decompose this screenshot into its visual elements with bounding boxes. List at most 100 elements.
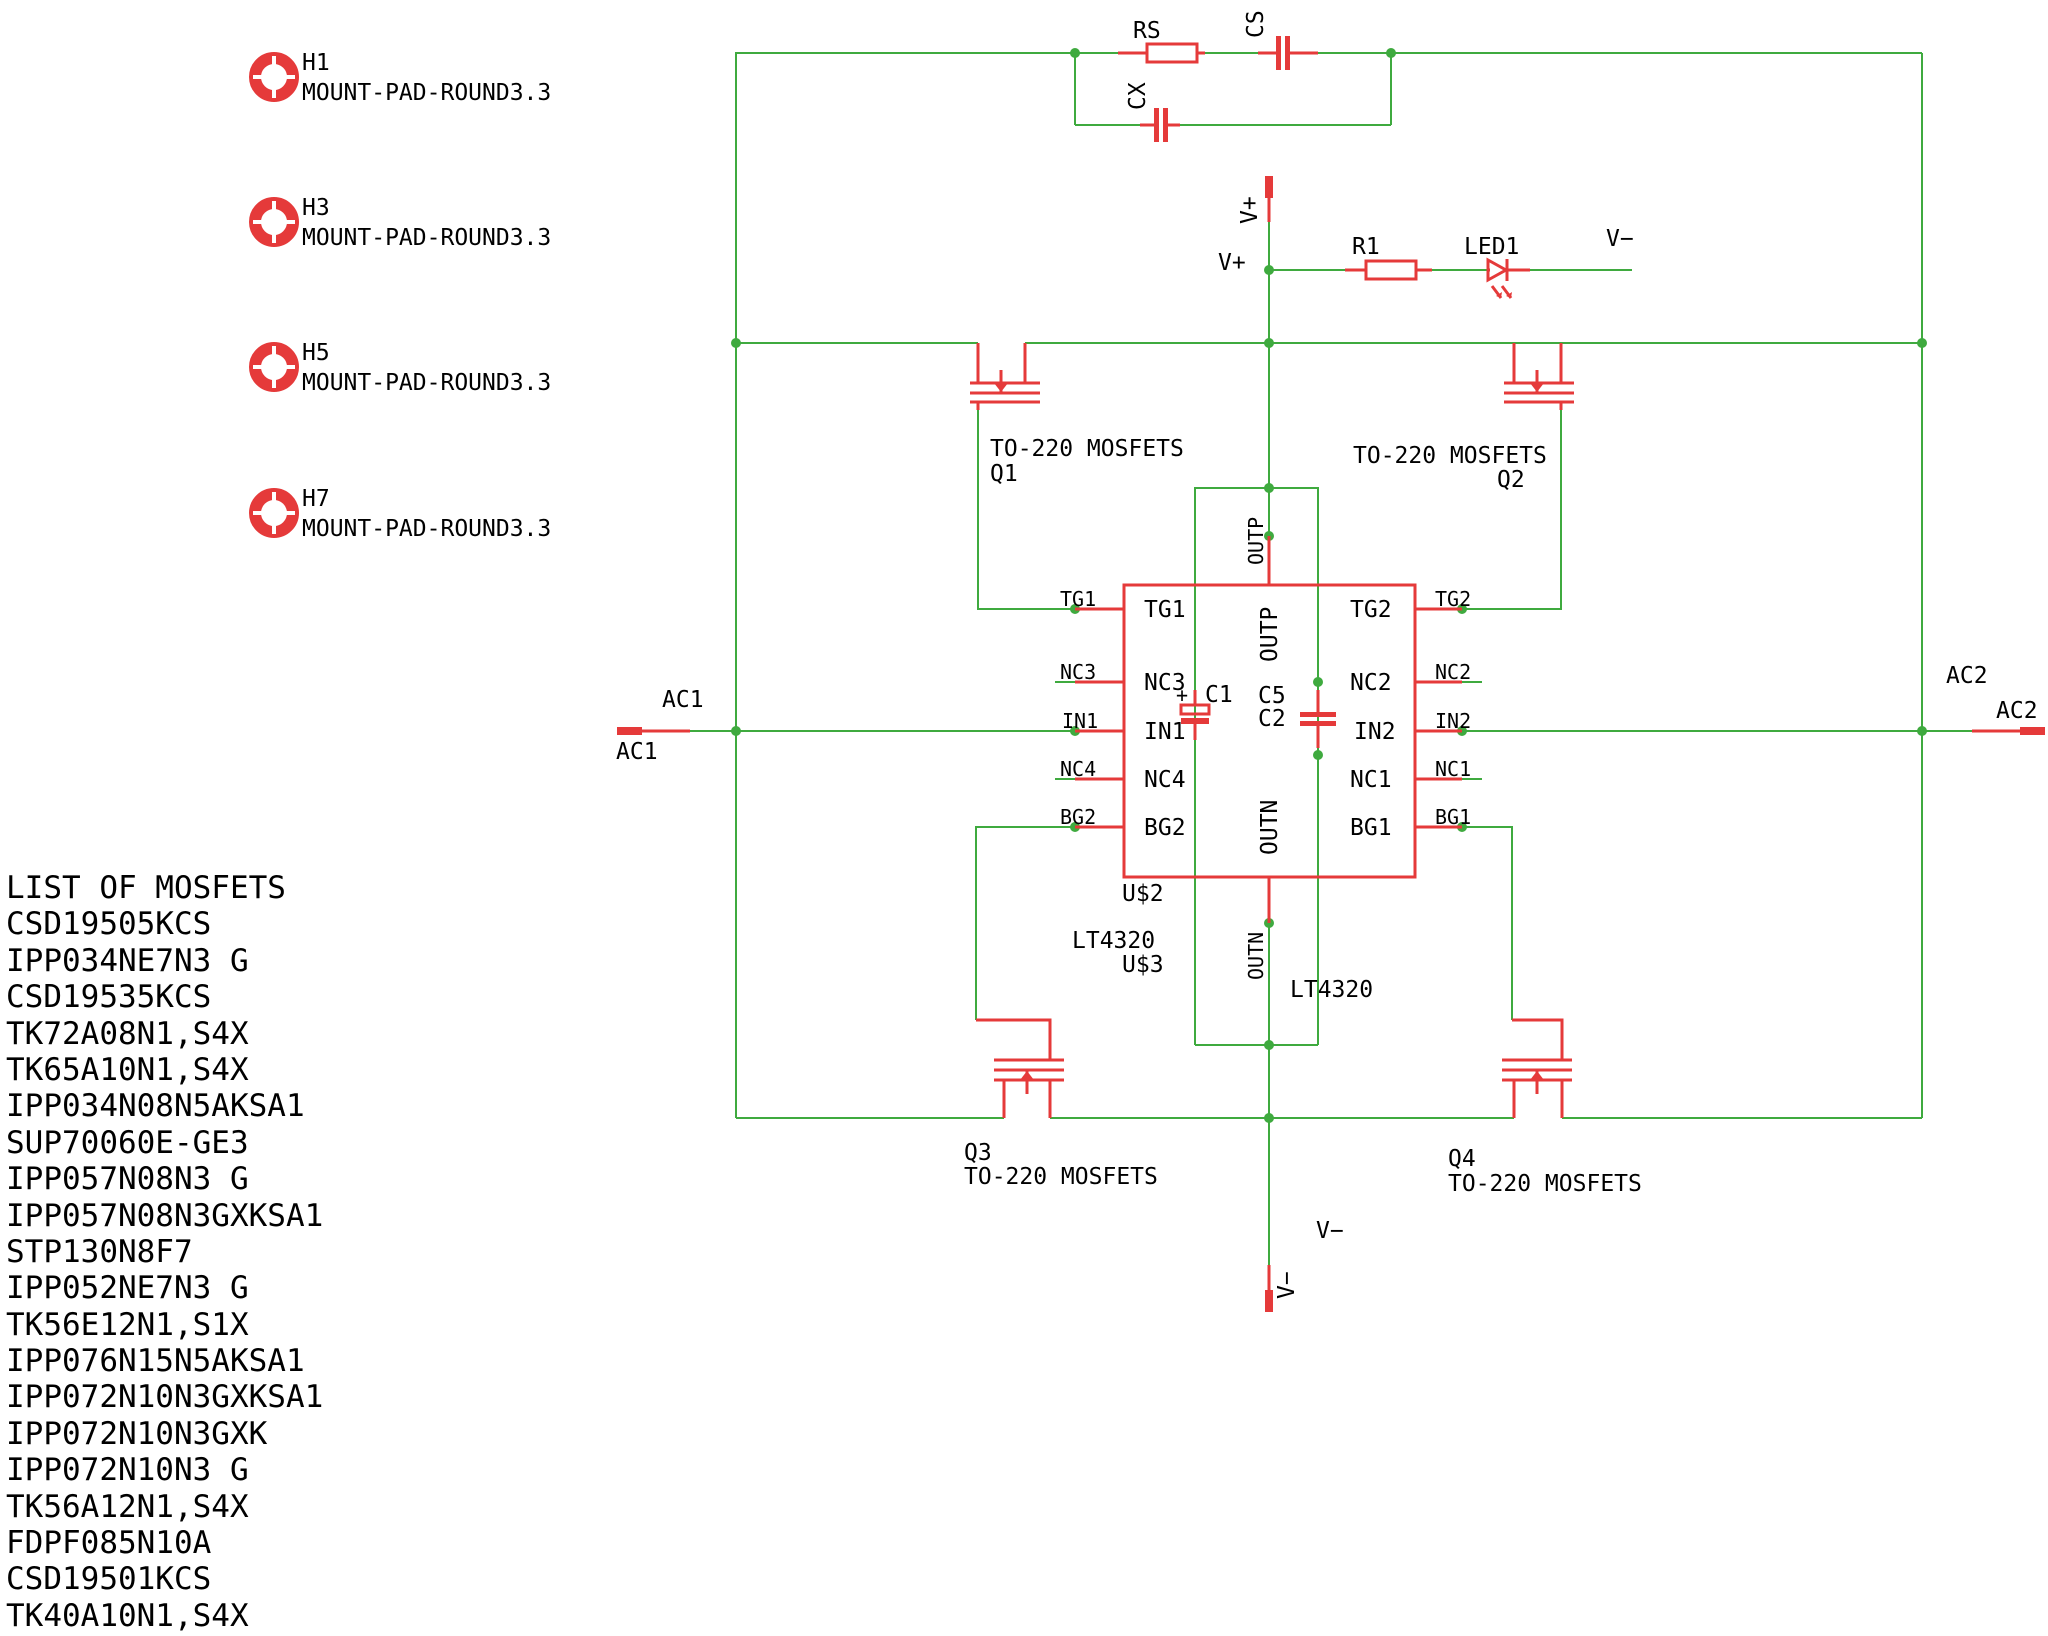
c5-label: C5: [1258, 683, 1286, 709]
capacitor-c5-c2[interactable]: C5 C2: [1258, 683, 1336, 748]
capacitor-plate-icon: [1300, 712, 1336, 717]
ext-pin-bg-right: BG1: [1435, 805, 1471, 829]
mosfet-list-item: IPP034N08N5AKSA1: [6, 1088, 305, 1125]
r1-label: R1: [1352, 234, 1380, 260]
mosfet-icon: [1530, 383, 1544, 392]
pin-outp: OUTP: [1257, 607, 1283, 662]
mosfet-list-item: IPP052NE7N3 G: [6, 1270, 249, 1307]
ext-pin-in-left: IN1: [1062, 709, 1098, 733]
mosfet-list: LIST OF MOSFETS CSD19505KCS IPP034NE7N3 …: [6, 870, 426, 1634]
rs-label: RS: [1133, 18, 1161, 44]
mount-pad-value: MOUNT-PAD-ROUND3.3: [302, 516, 551, 542]
mount-pad-h1: H1 MOUNT-PAD-ROUND3.3: [249, 50, 551, 106]
mosfet-list-item: TK65A10N1,S4X: [6, 1051, 249, 1088]
mount-pad-value: MOUNT-PAD-ROUND3.3: [302, 80, 551, 106]
mount-pad-h5: H5 MOUNT-PAD-ROUND3.3: [249, 340, 551, 396]
port-pin-icon: [2020, 727, 2045, 735]
mosfet-list-item: IPP072N10N3GXK: [6, 1415, 268, 1452]
capacitor-c1[interactable]: + C1: [1176, 682, 1233, 740]
ac2-net-label: AC2: [1946, 663, 1988, 689]
pin-in2: IN2: [1354, 719, 1396, 745]
supply-vplus[interactable]: V+: [1237, 176, 1273, 224]
ext-pin-outp: OUTP: [1244, 517, 1268, 565]
wires: [642, 52, 1995, 1265]
mosfet-list-title: LIST OF MOSFETS: [6, 870, 286, 906]
capacitor-cx[interactable]: CX: [1125, 82, 1180, 142]
q1-ref-label: Q1: [990, 461, 1018, 487]
pin-tg2: TG2: [1350, 597, 1392, 623]
supply-pin-icon: [1265, 1290, 1273, 1312]
vplus-supply-label: V+: [1237, 196, 1263, 224]
q4-package-label: TO-220 MOSFETS: [1448, 1171, 1642, 1197]
mount-pad-ref: H7: [302, 486, 330, 512]
capacitor-plate-icon: [1276, 36, 1281, 70]
mosfet-list-item: TK72A08N1,S4X: [6, 1015, 249, 1052]
mosfet-list-item: TK40A10N1,S4X: [6, 1597, 249, 1634]
mosfet-q2[interactable]: TO-220 MOSFETS Q2: [1353, 343, 1574, 493]
q4-ref-label: Q4: [1448, 1146, 1476, 1172]
u3-value-label: LT4320: [1072, 928, 1155, 954]
mount-pad-h7: H7 MOUNT-PAD-ROUND3.3: [249, 486, 551, 542]
pin-tg1: TG1: [1144, 597, 1186, 623]
u3-ref-label: U$3: [1122, 952, 1164, 978]
port-pin-icon: [617, 727, 642, 735]
port-ac2[interactable]: AC2 AC2: [1946, 663, 2045, 735]
led1-label: LED1: [1464, 234, 1519, 260]
ext-pin-bg-left: BG2: [1060, 805, 1096, 829]
ic-lt4320[interactable]: TG1 NC3 IN1 NC4 BG2 TG2 NC2 IN2 NC1 BG1 …: [1060, 517, 1471, 1003]
mosfet-list-item: STP130N8F7: [6, 1233, 193, 1270]
mount-pad-value: MOUNT-PAD-ROUND3.3: [302, 370, 551, 396]
mosfet-list-item: IPP076N15N5AKSA1: [6, 1343, 305, 1380]
vplus-net-label: V+: [1218, 250, 1246, 276]
mosfet-list-item: IPP034NE7N3 G: [6, 942, 249, 979]
polarized-capacitor-icon: [1179, 703, 1211, 716]
mosfet-list-item: FDPF085N10A: [6, 1525, 212, 1562]
u2-value-label: LT4320: [1290, 977, 1373, 1003]
cx-label: CX: [1125, 82, 1151, 110]
resistor-rs[interactable]: RS: [1118, 18, 1205, 64]
ext-pin-in-right: IN2: [1435, 709, 1471, 733]
supply-pin-icon: [1265, 176, 1273, 198]
ac1-net-label: AC1: [662, 687, 704, 713]
supply-vminus[interactable]: V− V−: [1265, 1218, 1344, 1312]
mosfet-icon: [1020, 1071, 1034, 1080]
q3-package-label: TO-220 MOSFETS: [964, 1164, 1158, 1190]
resistor-icon: [1145, 42, 1199, 64]
q1-package-label: TO-220 MOSFETS: [990, 436, 1184, 462]
mosfet-q3[interactable]: Q3 TO-220 MOSFETS: [964, 1018, 1158, 1190]
pin-bg2: BG2: [1144, 815, 1186, 841]
q3-ref-label: Q3: [964, 1140, 992, 1166]
mosfet-q4[interactable]: Q4 TO-220 MOSFETS: [1448, 1018, 1642, 1197]
pin-outn: OUTN: [1257, 800, 1283, 855]
mosfet-q1[interactable]: TO-220 MOSFETS Q1: [970, 343, 1184, 487]
u2-ref-label: U$2: [1122, 881, 1164, 907]
ext-pin-nc4: NC4: [1060, 757, 1096, 781]
ext-pin-tg-right: TG2: [1435, 587, 1471, 611]
ac2-port-label: AC2: [1996, 698, 2038, 724]
resistor-icon: [1364, 259, 1418, 281]
resistor-r1[interactable]: R1: [1345, 234, 1432, 281]
port-ac1[interactable]: AC1 AC1: [616, 687, 704, 765]
capacitor-plate-icon: [1154, 108, 1159, 142]
vminus-supply-label: V−: [1274, 1271, 1300, 1299]
mosfet-list-item: IPP072N10N3 G: [6, 1452, 249, 1489]
capacitor-cs[interactable]: CS: [1243, 10, 1318, 70]
mosfet-list-item: IPP057N08N3GXKSA1: [6, 1197, 324, 1234]
ext-pin-tg-left: TG1: [1060, 587, 1096, 611]
mosfet-list-item: SUP70060E-GE3: [6, 1124, 249, 1161]
c2-label: C2: [1258, 706, 1286, 732]
ext-pin-nc1: NC1: [1435, 757, 1471, 781]
mount-pad-value: MOUNT-PAD-ROUND3.3: [302, 225, 551, 251]
mosfet-list-item: TK56E12N1,S1X: [6, 1306, 249, 1343]
ext-pin-nc3: NC3: [1060, 660, 1096, 684]
led-icon: [1486, 257, 1510, 283]
led-led1[interactable]: LED1: [1464, 234, 1530, 299]
mosfet-list-item: CSD19501KCS: [6, 1561, 212, 1598]
mosfet-list-item: TK56A12N1,S4X: [6, 1488, 249, 1525]
c1-label: C1: [1205, 682, 1233, 708]
mount-pad-h3: H3 MOUNT-PAD-ROUND3.3: [249, 195, 551, 251]
pin-nc4: NC4: [1144, 767, 1186, 793]
cs-label: CS: [1243, 10, 1269, 38]
mosfet-list-item: IPP057N08N3 G: [6, 1161, 249, 1198]
